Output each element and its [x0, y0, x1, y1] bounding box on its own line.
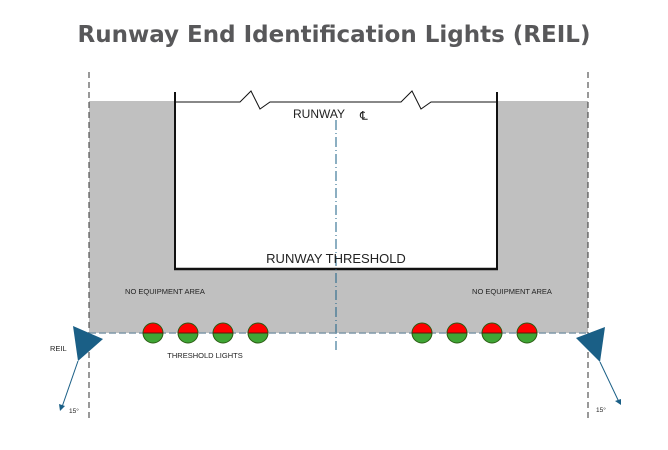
threshold-light-icon [516, 322, 538, 344]
threshold-light-icon [446, 322, 468, 344]
reil-right-icon [576, 327, 605, 362]
threshold-light-icon [411, 322, 433, 344]
runway-threshold-label: RUNWAY THRESHOLD [266, 251, 406, 266]
threshold-light-icon [212, 322, 234, 344]
reil-left-beam [61, 360, 79, 408]
angle-label-left: 15° [69, 407, 79, 415]
threshold-lights-right [411, 322, 538, 344]
threshold-lights-left [142, 322, 269, 344]
reil-left-icon [73, 326, 103, 361]
diagram-title: Runway End Identification Lights (REIL) [77, 22, 591, 48]
reil-right-beam [599, 361, 620, 403]
reil-right-beam-arrow-icon [615, 399, 621, 405]
threshold-lights-label: THRESHOLD LIGHTS [167, 351, 242, 360]
reil-label: REIL [50, 344, 67, 353]
threshold-light-icon [481, 322, 503, 344]
centerline-symbol: ℄ [359, 109, 368, 123]
threshold-light-icon [177, 322, 199, 344]
no-equipment-area-label-left: NO EQUIPMENT AREA [125, 287, 205, 296]
runway-break-line [175, 90, 497, 110]
no-equipment-area-label-right: NO EQUIPMENT AREA [472, 287, 552, 296]
runway-centerline-label: RUNWAY [293, 107, 345, 121]
reil-left-beam-arrow-icon [59, 404, 65, 411]
angle-label-right: 15° [596, 406, 606, 414]
threshold-light-icon [142, 322, 164, 344]
threshold-light-icon [247, 322, 269, 344]
